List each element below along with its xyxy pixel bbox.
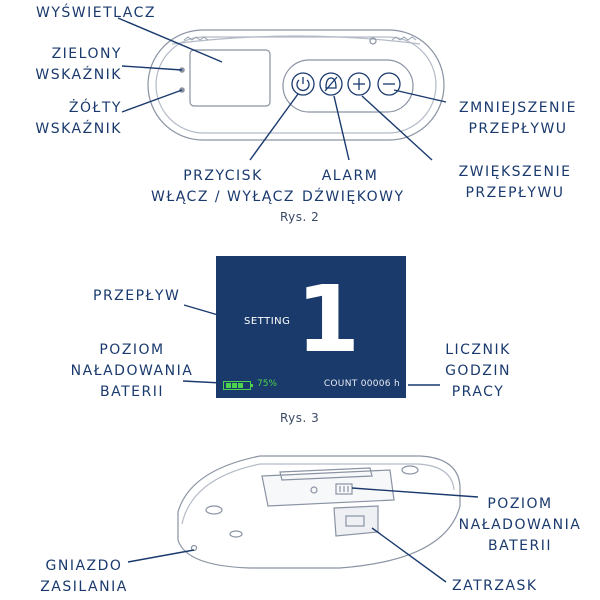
label-audio-alarm: ALARM DŹWIĘKOWY <box>302 168 405 205</box>
label-increase-flow: ZWIĘKSZENIE PRZEPŁYWU <box>458 164 572 201</box>
battery-level-indicator <box>335 483 353 495</box>
label-flow: PRZEPŁYW <box>93 288 181 304</box>
label-power-socket: GNIAZDO ZASILANIA <box>40 558 128 595</box>
caption-fig2: Rys. 2 <box>280 210 320 224</box>
battery-percent: 75% <box>257 379 278 389</box>
screen-mode-text: SETTING <box>244 316 291 327</box>
increase-flow-button[interactable] <box>347 72 371 96</box>
screen-flow-value: 1 <box>296 266 361 373</box>
label-latch: ZATRZASK <box>452 578 538 594</box>
caption-fig3: Rys. 3 <box>280 411 320 425</box>
label-battery-level-screen: POZIOM NAŁADOWANIA BATERII <box>70 342 194 400</box>
label-hour-counter: LICZNIK GODZIN PRACY <box>445 342 511 400</box>
label-power-button: PRZYCISK WŁĄCZ / WYŁĄCZ <box>151 168 295 205</box>
hour-count: COUNT 00006 h <box>323 379 400 389</box>
label-battery-level-device: POZIOM NAŁADOWANIA BATERII <box>458 496 582 554</box>
label-yellow-indicator: ŻÓŁTY WSKAŹNIK <box>35 100 122 137</box>
battery-icon <box>223 381 253 390</box>
device-bottom-view <box>177 455 461 569</box>
device-display <box>189 49 271 107</box>
power-button[interactable] <box>291 72 315 96</box>
fig4-leader-lines <box>127 487 479 583</box>
decrease-flow-button[interactable] <box>377 72 401 96</box>
battery-bar <box>232 383 237 388</box>
battery-latch[interactable] <box>333 505 379 537</box>
fig2-leader-lines <box>117 17 447 161</box>
label-green-indicator: ZIELONY WSKAŹNIK <box>35 46 122 83</box>
alarm-mute-button[interactable] <box>319 72 343 96</box>
battery-bar <box>226 383 231 388</box>
battery-bar <box>238 383 243 388</box>
label-display: WYŚWIETLACZ <box>36 5 156 21</box>
device-screen: SETTING 1 75% COUNT 00006 h <box>216 256 406 398</box>
label-decrease-flow: ZMNIEJSZENIE PRZEPŁYWU <box>458 100 578 137</box>
